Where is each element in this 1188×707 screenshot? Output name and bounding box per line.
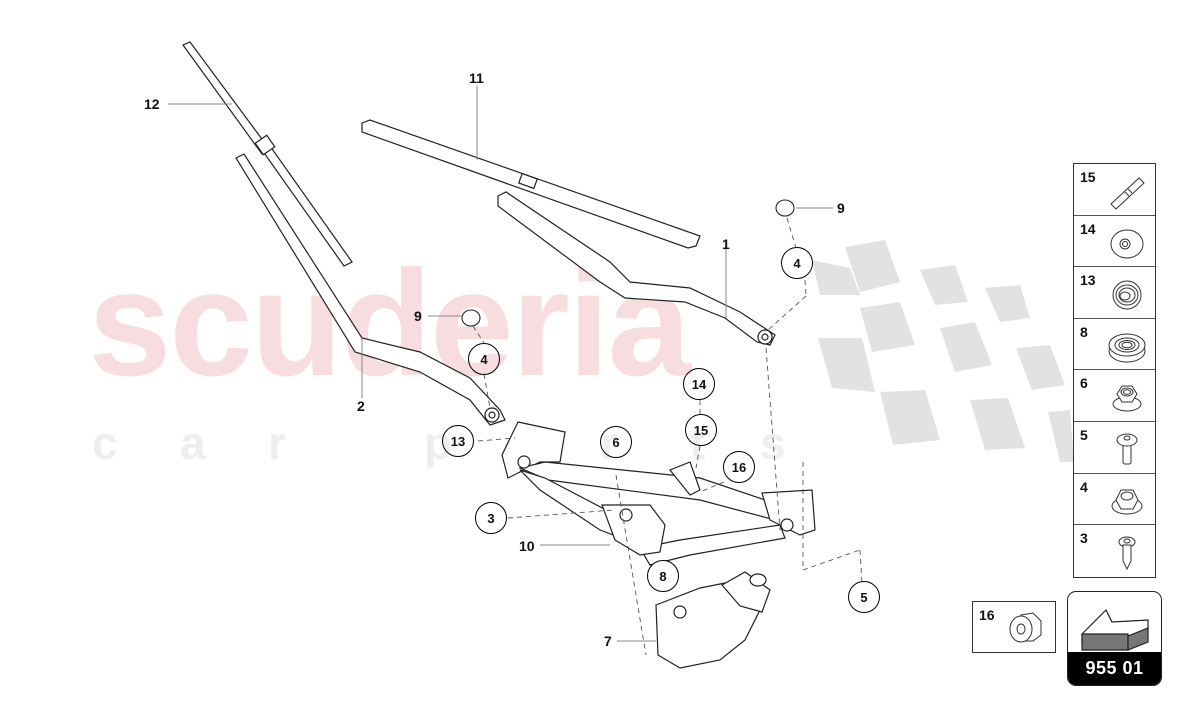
legend-item-8[interactable]: 8 xyxy=(1074,319,1155,371)
label-part-9[interactable]: 9 xyxy=(414,308,422,324)
callout-part-16[interactable]: 16 xyxy=(723,451,755,483)
legend-number: 4 xyxy=(1080,478,1088,495)
direction-arrow-icon xyxy=(1081,608,1149,651)
wiper-motor xyxy=(655,571,771,669)
bushing-icon xyxy=(1108,333,1146,363)
legend-item-13[interactable]: 13 xyxy=(1074,267,1155,319)
linkage-frame xyxy=(501,421,816,566)
callout-part-3[interactable]: 3 xyxy=(475,502,507,534)
wiper-arm-left xyxy=(235,153,506,426)
legend-item-15[interactable]: 15 xyxy=(1074,164,1155,216)
callout-part-4[interactable]: 4 xyxy=(781,247,813,279)
washer-icon xyxy=(1110,229,1144,259)
legend-item-4[interactable]: 4 xyxy=(1074,474,1155,526)
legend-item-5[interactable]: 5 xyxy=(1074,422,1155,474)
hex-nut-icon xyxy=(1112,385,1142,412)
callout-part-4[interactable]: 4 xyxy=(468,343,500,375)
callout-part-13[interactable]: 13 xyxy=(442,425,474,457)
watermark-letter: s xyxy=(760,417,786,469)
legend-item-14[interactable]: 14 xyxy=(1074,216,1155,268)
bolt-icon xyxy=(1116,433,1138,465)
watermark-letter: a xyxy=(180,417,206,469)
watermark-letter: c xyxy=(92,417,118,469)
label-part-11[interactable]: 11 xyxy=(469,70,484,86)
legend-number: 8 xyxy=(1080,323,1088,340)
legend-number: 3 xyxy=(1080,530,1088,547)
legend-number: 13 xyxy=(1080,272,1096,289)
cap-part xyxy=(461,199,795,327)
label-part-10[interactable]: 10 xyxy=(519,538,535,554)
cap-nut-icon xyxy=(1009,612,1042,643)
legend-number: 16 xyxy=(979,607,995,623)
label-part-2[interactable]: 2 xyxy=(357,398,365,414)
wiper-blade-right xyxy=(361,119,701,249)
hex-flange-nut-icon xyxy=(1111,489,1143,515)
checkered-flag-icon xyxy=(812,240,1074,462)
legend-number: 15 xyxy=(1080,169,1096,185)
callout-part-15[interactable]: 15 xyxy=(685,414,717,446)
label-part-9[interactable]: 9 xyxy=(837,200,845,216)
callout-part-6[interactable]: 6 xyxy=(600,426,632,458)
screw-icon xyxy=(1118,536,1136,571)
legend-item-3[interactable]: 3 xyxy=(1074,525,1155,577)
parts-legend: 15 14 13 8 6 5 4 xyxy=(1073,163,1156,578)
wiper-arm-right xyxy=(497,191,776,346)
label-part-12[interactable]: 12 xyxy=(144,96,160,112)
callout-part-14[interactable]: 14 xyxy=(683,368,715,400)
legend-item-16[interactable]: 16 xyxy=(972,601,1056,653)
callout-part-8[interactable]: 8 xyxy=(647,560,679,592)
dashed-leaders xyxy=(472,217,863,656)
callout-part-5[interactable]: 5 xyxy=(848,581,880,613)
leader-lines xyxy=(168,86,833,642)
legend-number: 6 xyxy=(1080,375,1088,392)
legend-item-6[interactable]: 6 xyxy=(1074,370,1155,422)
legend-number: 5 xyxy=(1080,426,1088,443)
legend-number: 14 xyxy=(1080,220,1096,237)
pin-icon xyxy=(1110,177,1145,210)
grommet-icon xyxy=(1112,280,1142,310)
diagram-code: 955 01 xyxy=(1068,652,1161,685)
wiper-blade-left xyxy=(182,41,353,267)
watermark-letter: r xyxy=(268,417,286,469)
diagram-code-badge: 955 01 xyxy=(1067,591,1162,686)
label-part-7[interactable]: 7 xyxy=(604,633,612,649)
label-part-1[interactable]: 1 xyxy=(722,236,730,252)
